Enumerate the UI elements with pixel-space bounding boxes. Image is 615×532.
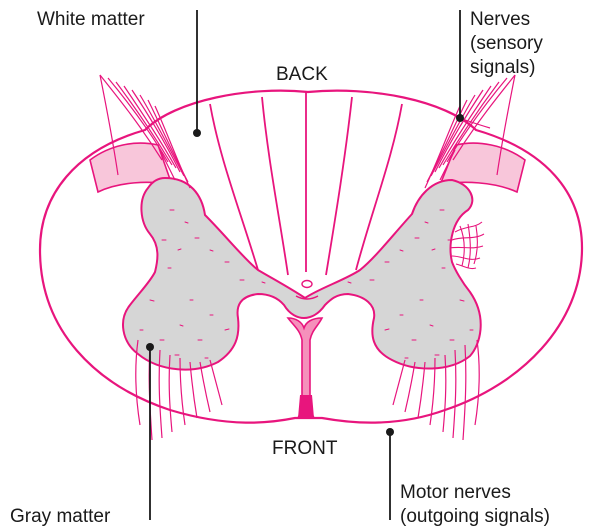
motor-nerves-label-line: (outgoing signals) bbox=[400, 505, 550, 529]
white-matter-label: White matter bbox=[37, 8, 145, 32]
motor-nerves-label: Motor nerves (outgoing signals) bbox=[400, 481, 550, 529]
nerves-label-line: Nerves bbox=[470, 8, 543, 32]
gray-matter-label: Gray matter bbox=[10, 505, 110, 529]
nerves-label-line: signals) bbox=[470, 56, 543, 80]
fissure-bottom bbox=[298, 395, 314, 418]
back-label: BACK bbox=[276, 63, 328, 87]
motor-nerves-label-line: Motor nerves bbox=[400, 481, 550, 505]
nerves-label-line: (sensory bbox=[470, 32, 543, 56]
nerves-label: Nerves (sensory signals) bbox=[470, 8, 543, 80]
front-label: FRONT bbox=[272, 437, 337, 461]
central-canal-dot bbox=[302, 281, 312, 288]
white-matter-outline bbox=[40, 91, 582, 423]
